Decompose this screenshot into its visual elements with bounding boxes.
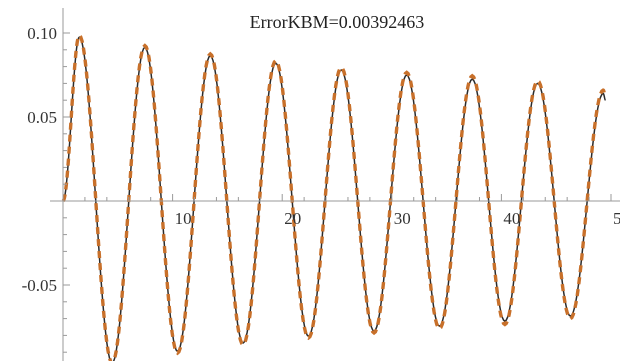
x-tick-label: 20 <box>284 209 301 228</box>
y-tick-label: 0.10 <box>27 24 57 43</box>
x-tick-label: 10 <box>175 209 192 228</box>
y-tick-label: 0.05 <box>27 108 57 127</box>
chart-title: ErrorKBM=0.00392463 <box>250 12 425 32</box>
x-tick-label: 50 <box>613 209 620 228</box>
dashed-series-line <box>61 33 607 361</box>
x-tick-label: 40 <box>503 209 520 228</box>
y-tick-label: -0.05 <box>22 276 57 295</box>
x-tick-label: 30 <box>394 209 411 228</box>
